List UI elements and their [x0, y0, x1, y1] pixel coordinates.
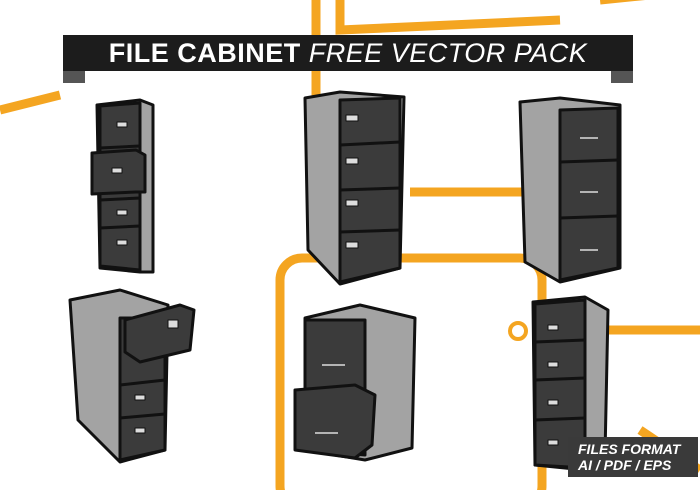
cabinet-narrow: [531, 295, 610, 472]
cabinet-three-drawer: [518, 96, 622, 284]
cabinet-two-drawer-open: [293, 303, 417, 462]
cabinet-open-top-drawer: [68, 288, 196, 464]
formats-line2: AI / PDF / EPS: [578, 457, 672, 473]
banner-fold-left: [63, 71, 85, 83]
cabinet-four-drawer: [303, 90, 406, 286]
knob-icon: [508, 321, 528, 341]
title-bold: FILE CABINET: [108, 37, 301, 68]
title-italic: FREE VECTOR PACK: [308, 37, 588, 68]
cabinet-open-drawer-1: [90, 98, 155, 274]
banner-fold-right: [611, 71, 633, 83]
formats-badge: FILES FORMAT AI / PDF / EPS: [568, 437, 698, 477]
title-banner: FILE CABINET FREE VECTOR PACK: [63, 35, 633, 71]
formats-line1: FILES FORMAT: [578, 441, 681, 457]
